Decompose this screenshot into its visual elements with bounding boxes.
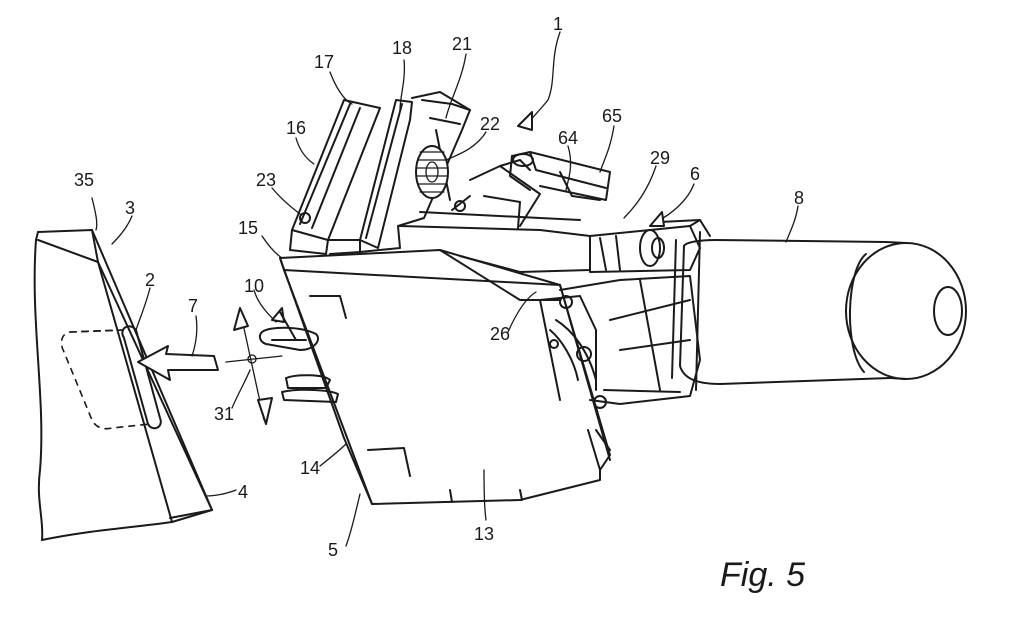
label-15: 15: [238, 218, 258, 238]
label-35: 35: [74, 170, 94, 190]
gear: [415, 145, 449, 199]
wall-part: [33, 229, 213, 541]
label-4: 4: [238, 482, 248, 502]
label-23: 23: [256, 170, 276, 190]
movement-cross: [225, 307, 283, 425]
label-31: 31: [214, 404, 234, 424]
label-5: 5: [328, 540, 338, 560]
label-21: 21: [452, 34, 472, 54]
mechanism: [539, 295, 597, 401]
numerals: 1 2 3 4 5 6 7 8 10 13 14 15 16 17 18 21 …: [74, 14, 804, 560]
figure-caption: Fig. 5: [720, 556, 805, 594]
slide-assembly: [289, 91, 471, 255]
label-7: 7: [188, 296, 198, 316]
label-13: 13: [474, 524, 494, 544]
label-8: 8: [794, 188, 804, 208]
linkage: [509, 151, 611, 201]
label-6: 6: [690, 164, 700, 184]
motor: [671, 231, 967, 391]
label-65: 65: [602, 106, 622, 126]
label-14: 14: [300, 458, 320, 478]
opening: [60, 325, 162, 430]
label-26: 26: [490, 324, 510, 344]
insertion-arrow: [137, 345, 219, 381]
label-18: 18: [392, 38, 412, 58]
label-2: 2: [145, 270, 155, 290]
leader-lines: [91, 31, 799, 547]
drive-unit: [559, 219, 711, 409]
main-housing: [279, 249, 611, 505]
label-17: 17: [314, 52, 334, 72]
label-16: 16: [286, 118, 306, 138]
label-64: 64: [558, 128, 578, 148]
label-29: 29: [650, 148, 670, 168]
label-10: 10: [244, 276, 264, 296]
gripper-pins: [258, 307, 339, 403]
label-22: 22: [480, 114, 500, 134]
label-3: 3: [125, 198, 135, 218]
label-1: 1: [553, 14, 563, 34]
